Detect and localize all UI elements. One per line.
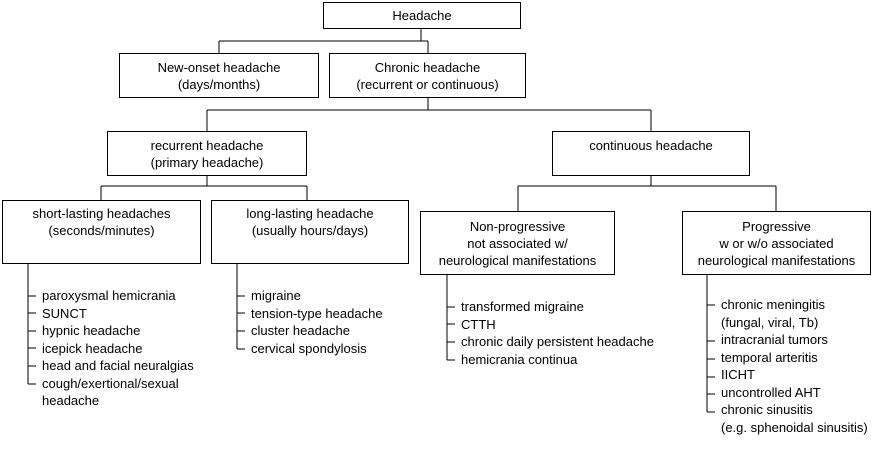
node-progressive-line1: Progressive xyxy=(742,218,811,234)
list-item: uncontrolled AHT xyxy=(721,384,821,400)
list-item: chronic daily persistent headache xyxy=(461,334,654,349)
node-non-progressive-line3: neurological manifestations xyxy=(438,252,597,268)
node-recurrent-line2: (primary headache) xyxy=(150,154,264,170)
list-short-lasting: paroxysmal hemicrania SUNCT hypnic heada… xyxy=(42,287,194,410)
node-long-lasting-headache: long-lasting headache (usually hours/day… xyxy=(211,200,409,264)
node-progressive: Progressive w or w/o associated neurolog… xyxy=(682,211,871,275)
list-item: (e.g. sphenoidal sinusitis) xyxy=(721,419,868,435)
node-recurrent-headache: recurrent headache (primary headache) xyxy=(107,131,307,176)
node-non-progressive-line2: not associated w/ xyxy=(467,235,568,251)
list-item: hemicrania continua xyxy=(461,351,578,367)
node-headache: Headache xyxy=(323,2,521,29)
node-non-progressive-line1: Non-progressive xyxy=(469,218,566,234)
node-continuous-headache: continuous headache xyxy=(552,131,750,176)
list-non-progressive: transformed migraine CTTH chronic daily … xyxy=(461,298,654,368)
node-short-lasting-headaches: short-lasting headaches (seconds/minutes… xyxy=(2,200,201,264)
list-item: intracranial tumors xyxy=(721,332,828,347)
node-recurrent-line1: recurrent headache xyxy=(150,137,264,153)
list-item: (fungal, viral, Tb) xyxy=(721,314,819,330)
list-item: temporal arteritis xyxy=(721,349,818,365)
list-item: paroxysmal hemicrania xyxy=(42,288,176,303)
list-item: tension-type headache xyxy=(251,305,383,321)
list-item: chronic meningitis xyxy=(721,297,826,312)
list-item: headache xyxy=(42,393,100,408)
list-item: transformed migraine xyxy=(461,299,584,314)
list-item: cluster headache xyxy=(251,323,351,338)
list-item: IICHT xyxy=(721,367,755,382)
node-new-onset-line2: (days/months) xyxy=(177,76,261,92)
list-item: cervical spondylosis xyxy=(251,340,367,356)
list-item: SUNCT xyxy=(42,305,87,321)
list-item: chronic sinusitis xyxy=(721,402,813,417)
node-short-lasting-line1: short-lasting headaches xyxy=(32,206,171,221)
node-new-onset-headache: New-onset headache (days/months) xyxy=(119,53,319,98)
node-long-lasting-line1: long-lasting headache xyxy=(246,206,374,221)
node-chronic-line2: (recurrent or continuous) xyxy=(356,76,499,92)
node-non-progressive: Non-progressive not associated w/ neurol… xyxy=(420,211,615,275)
list-progressive: chronic meningitis (fungal, viral, Tb) i… xyxy=(721,296,868,436)
list-item: CTTH xyxy=(461,316,496,332)
node-new-onset-line1: New-onset headache xyxy=(157,59,281,75)
node-short-lasting-line2: (seconds/minutes) xyxy=(48,223,155,238)
list-item: hypnic headache xyxy=(42,323,141,338)
list-item: cough/exertional/sexual xyxy=(42,375,179,391)
node-continuous-line1: continuous headache xyxy=(589,138,713,153)
node-progressive-line3: neurological manifestations xyxy=(697,252,856,268)
list-item: migraine xyxy=(251,288,301,303)
node-long-lasting-line2: (usually hours/days) xyxy=(251,223,369,238)
node-chronic-headache: Chronic headache (recurrent or continuou… xyxy=(329,53,526,98)
list-long-lasting: migraine tension-type headache cluster h… xyxy=(251,287,383,357)
node-progressive-line2: w or w/o associated xyxy=(719,235,834,251)
node-chronic-line1: Chronic headache xyxy=(374,59,481,75)
list-item: icepick headache xyxy=(42,340,143,356)
node-headache-line1: Headache xyxy=(392,8,452,23)
list-item: head and facial neuralgias xyxy=(42,358,194,373)
